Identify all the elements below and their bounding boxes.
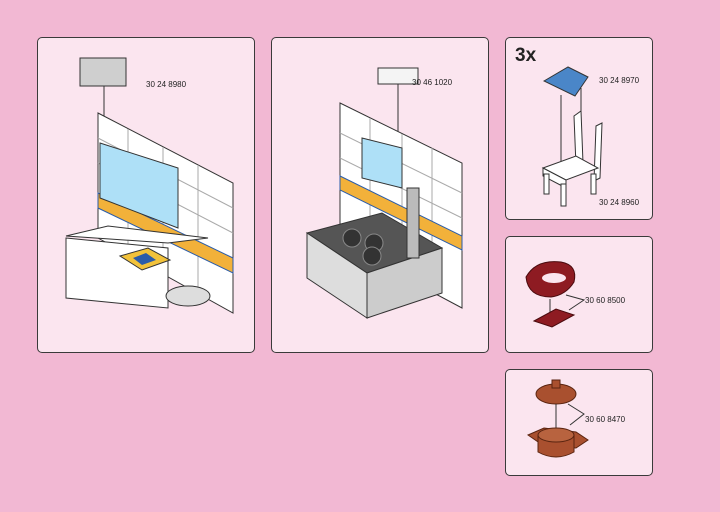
part-number: 30 60 8500 xyxy=(585,296,626,305)
step-panel-sink: 30 24 8980 xyxy=(37,37,255,353)
brown-part-illustration xyxy=(526,379,589,458)
part-number: 30 46 1020 xyxy=(412,78,453,87)
red-part-illustration xyxy=(525,261,586,328)
part-number: 30 24 8970 xyxy=(599,76,640,85)
step-panel-brown-part: 30 60 8470 xyxy=(505,369,653,476)
part-number: 30 24 8960 xyxy=(599,198,640,207)
part-number: 30 60 8470 xyxy=(585,415,626,424)
step-panel-chair: 3x 30 24 8970 30 24 8960 xyxy=(505,37,653,220)
step-panel-red-part: 30 60 8500 xyxy=(505,236,653,353)
step-panel-stove: 30 46 1020 xyxy=(271,37,489,353)
stove-illustration xyxy=(305,67,463,319)
sink-illustration xyxy=(65,57,234,314)
quantity-label: 3x xyxy=(515,45,537,66)
part-number: 30 24 8980 xyxy=(146,80,187,89)
chair-illustration xyxy=(541,66,603,207)
